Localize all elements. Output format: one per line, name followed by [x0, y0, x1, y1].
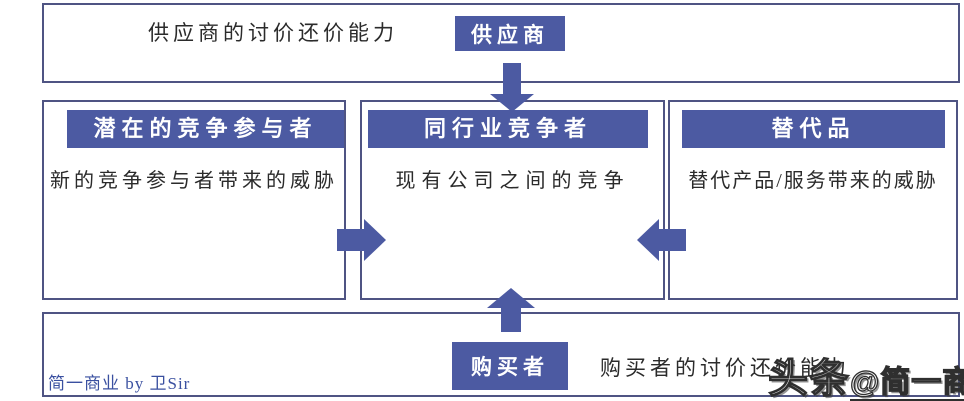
industry-rivals-header: 同行业竞争者 [368, 110, 648, 148]
buyer-entity-tag: 购买者 [452, 342, 568, 390]
potential-entrants-body: 新的竞争参与者带来的威胁 [50, 170, 338, 192]
substitutes-body: 替代产品/服务带来的威胁 [688, 170, 938, 192]
watermark-toutiao-logo: 头条 [767, 356, 850, 401]
watermark-brand-right: 头条@简一商业 [767, 346, 964, 401]
supplier-entity-tag: 供应商 [455, 16, 565, 51]
watermark-brand-left: 简一商业 by 卫Sir [48, 374, 191, 393]
industry-rivals-body: 现有公司之间的竞争 [395, 170, 630, 192]
buyer-force-label: 购买者的讨价还价能力 [600, 356, 850, 380]
potential-entrants-header: 潜在的竞争参与者 [67, 110, 344, 148]
watermark-account-name: @简一商业 [849, 365, 964, 401]
supplier-force-label: 供应商的讨价还价能力 [148, 21, 398, 45]
substitutes-header: 替代品 [682, 110, 945, 148]
